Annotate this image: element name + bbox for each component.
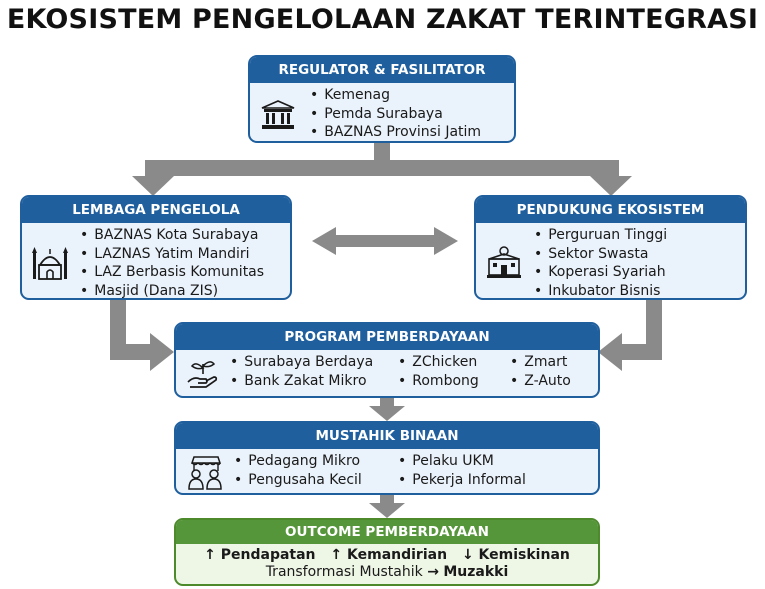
arrow-to-pendukung [590,160,632,196]
outcome-transformation: Transformasi Mustahik → Muzakki [265,564,509,580]
mustahik-header: MUSTAHIK BINAAN [176,423,598,449]
outcome-pemberdayaan-box: OUTCOME PEMBERDAYAAN ↑ Pendapatan ↑ Kema… [174,518,600,586]
list-item: BAZNAS Provinsi Jatim [310,123,481,141]
lembaga-pengelola-box: LEMBAGA PENGELOLA BAZNAS Kota Surabaya L… [20,195,292,300]
pendukung-header: PENDUKUNG EKOSISTEM [476,197,745,223]
regulator-header: REGULATOR & FASILITATOR [250,57,514,83]
list-item: BAZNAS Kota Surabaya [80,226,264,245]
arrow-to-lembaga [132,160,174,196]
program-header: PROGRAM PEMBERDAYAAN [176,324,598,350]
list-item: Pelaku UKM [398,452,526,471]
list-item: Surabaya Berdaya [230,353,373,372]
list-item: Inkubator Bisnis [534,282,667,299]
mustahik-binaan-box: MUSTAHIK BINAAN Pedagang Mikro Pengusaha… [174,421,600,495]
list-item: Pengusaha Kecil [234,471,362,490]
diagram-title: EKOSISTEM PENGELOLAAN ZAKAT TERINTEGRASI [6,4,759,35]
lembaga-list: BAZNAS Kota Surabaya LAZNAS Yatim Mandir… [80,226,264,299]
outcome-metrics: ↑ Pendapatan ↑ Kemandirian ↓ Kemiskinan [176,547,598,563]
transform-target: Muzakki [443,564,509,580]
mustahik-list-col1: Pedagang Mikro Pengusaha Kecil [234,452,362,489]
right-arrow-icon: → [427,564,439,580]
down-arrow-icon: ↓ [461,547,474,563]
program-pemberdayaan-box: PROGRAM PEMBERDAYAAN Surabaya Berdaya Ba… [174,322,600,398]
program-list-col3: Zmart Z-Auto [510,353,571,390]
government-building-icon [260,100,296,130]
arrow-lembaga-pendukung-double [312,227,458,255]
regulator-box: REGULATOR & FASILITATOR Kemenag Pemda Su… [248,55,516,143]
list-item: Koperasi Syariah [534,263,667,282]
list-item: Pedagang Mikro [234,452,362,471]
up-arrow-icon: ↑ [204,547,216,563]
arrow-regulator-stem [374,140,390,162]
list-item: Zmart [510,353,571,372]
metric-pendapatan: ↑ Pendapatan [204,547,316,563]
list-item: LAZ Berbasis Komunitas [80,263,264,282]
list-item: Pemda Surabaya [310,105,481,124]
arrow-mustahik-to-outcome [369,494,405,518]
list-item: Bank Zakat Mikro [230,372,373,391]
pendukung-ekosistem-box: PENDUKUNG EKOSISTEM Perguruan Tinggi Sek… [474,195,747,300]
arrow-lembaga-to-program [110,300,174,371]
university-icon [486,245,522,279]
up-arrow-icon: ↑ [330,547,343,563]
list-item: Rombong [398,372,479,391]
arrow-program-to-mustahik [369,398,405,421]
pendukung-list: Perguruan Tinggi Sektor Swasta Koperasi … [534,226,667,299]
list-item: Z-Auto [510,372,571,391]
list-item: Perguruan Tinggi [534,226,667,245]
program-list-col2: ZChicken Rombong [398,353,479,390]
arrow-split-bar [145,160,619,176]
list-item: Pekerja Informal [398,471,526,490]
list-item: LAZNAS Yatim Mandiri [80,245,264,264]
mosque-icon [31,245,69,281]
metric-kemandirian: ↑ Kemandirian [330,547,448,563]
mustahik-list-col2: Pelaku UKM Pekerja Informal [398,452,526,489]
people-shop-icon [186,455,226,491]
arrow-pendukung-to-program [598,300,662,371]
list-item: Sektor Swasta [534,245,667,264]
regulator-list: Kemenag Pemda Surabaya BAZNAS Provinsi J… [310,86,481,141]
outcome-header: OUTCOME PEMBERDAYAAN [176,520,598,544]
list-item: Kemenag [310,86,481,105]
list-item: ZChicken [398,353,479,372]
metric-kemiskinan: ↓ Kemiskinan [461,547,570,563]
hand-sprout-icon [186,358,220,390]
program-list-col1: Surabaya Berdaya Bank Zakat Mikro [230,353,373,390]
list-item: Masjid (Dana ZIS) [80,282,264,299]
lembaga-header: LEMBAGA PENGELOLA [22,197,290,223]
